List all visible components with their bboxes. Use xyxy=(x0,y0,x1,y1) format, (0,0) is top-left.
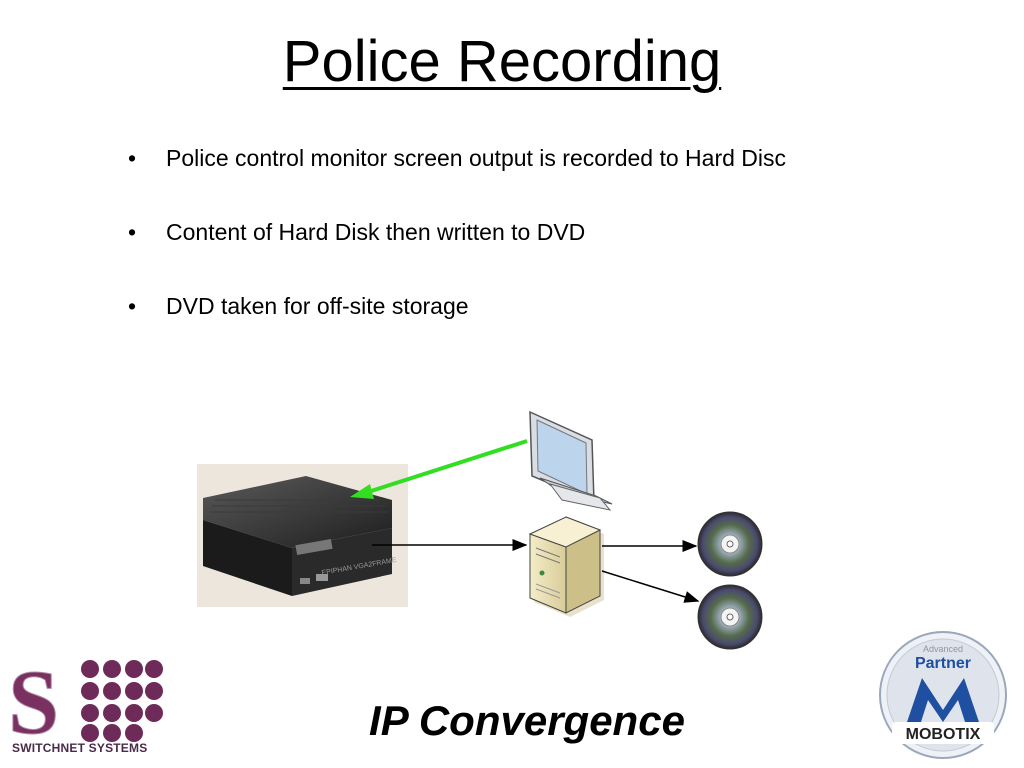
mobotix-advanced-text: Advanced xyxy=(923,644,963,654)
switchnet-logo-graphic: S xyxy=(8,651,163,754)
green-arrow xyxy=(350,439,528,499)
arrow-server-to-dvd xyxy=(601,570,700,603)
switchnet-logo-letter: S xyxy=(8,655,59,745)
slide-title: Police Recording xyxy=(282,29,722,94)
mobotix-brand-text: MOBOTIX xyxy=(906,726,981,743)
switchnet-logo: S SWITCHNET SYSTEMS xyxy=(8,651,168,760)
mobotix-partner-text: Partner xyxy=(915,655,971,672)
monitor-icon xyxy=(529,410,613,511)
bullet-item: DVD taken for off-site storage xyxy=(126,291,826,321)
dvd-disc-icon xyxy=(697,511,763,577)
mobotix-partner-badge: Advanced Partner MOBOTIX xyxy=(878,630,1008,760)
recorder-label: EPIPHAN VGA2FRAME xyxy=(321,557,397,577)
server-icon xyxy=(528,516,604,617)
bullet-item: Content of Hard Disk then written to DVD xyxy=(126,217,826,247)
recorder-device: EPIPHAN VGA2FRAME xyxy=(197,464,408,607)
dvd-disc-icon xyxy=(697,584,763,650)
bullet-item: Police control monitor screen output is … xyxy=(126,143,826,173)
switchnet-caption: SWITCHNET SYSTEMS xyxy=(12,741,148,755)
footer-title: IP Convergence xyxy=(369,697,685,744)
bullet-list: Police control monitor screen output is … xyxy=(126,143,826,365)
